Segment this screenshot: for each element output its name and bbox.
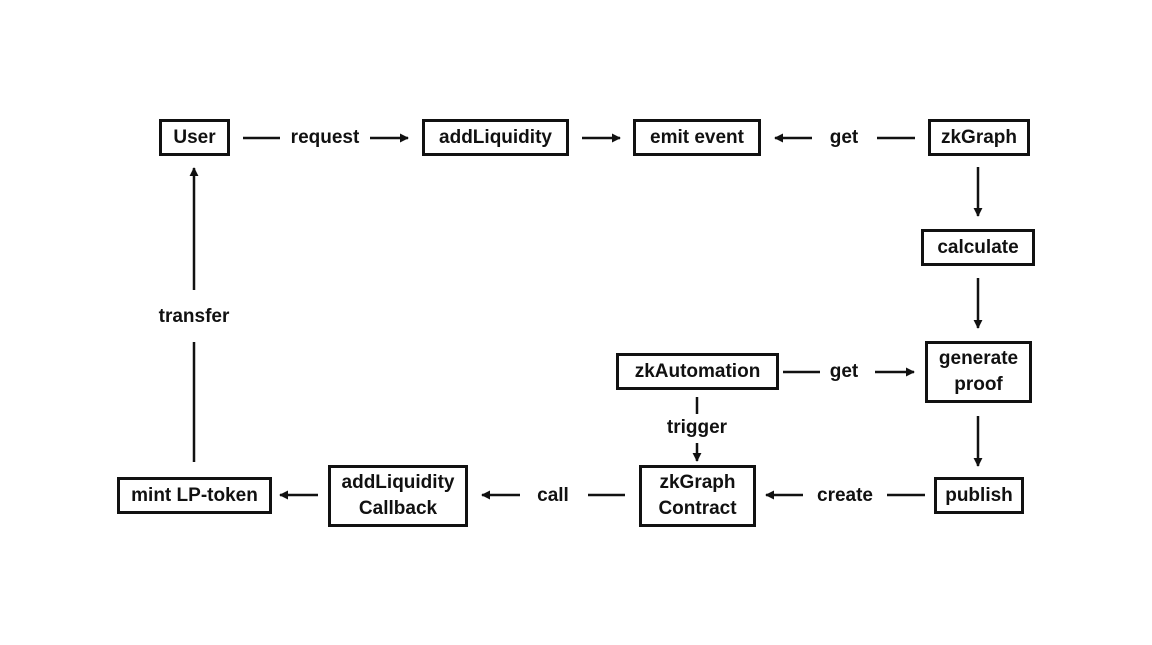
node-user: User <box>159 119 230 156</box>
node-zkautomation: zkAutomation <box>616 353 779 390</box>
edge-label-transfer: transfer <box>156 306 232 328</box>
node-mint-lp-token: mint LP-token <box>117 477 272 514</box>
node-zkgraph: zkGraph <box>928 119 1030 156</box>
edge-label-trigger: trigger <box>664 417 730 439</box>
edge-label-get-event: get <box>827 127 861 149</box>
node-zkgraph-contract: zkGraph Contract <box>639 465 756 527</box>
edge-label-call: call <box>535 485 571 507</box>
node-add-liquidity-callback: addLiquidity Callback <box>328 465 468 527</box>
edge-label-request: request <box>288 127 362 149</box>
edge-label-get-proof: get <box>827 361 861 383</box>
node-add-liquidity: addLiquidity <box>422 119 569 156</box>
node-generate-proof: generate proof <box>925 341 1032 403</box>
node-calculate: calculate <box>921 229 1035 266</box>
node-publish: publish <box>934 477 1024 514</box>
edge-label-create: create <box>815 485 875 507</box>
node-emit-event: emit event <box>633 119 761 156</box>
